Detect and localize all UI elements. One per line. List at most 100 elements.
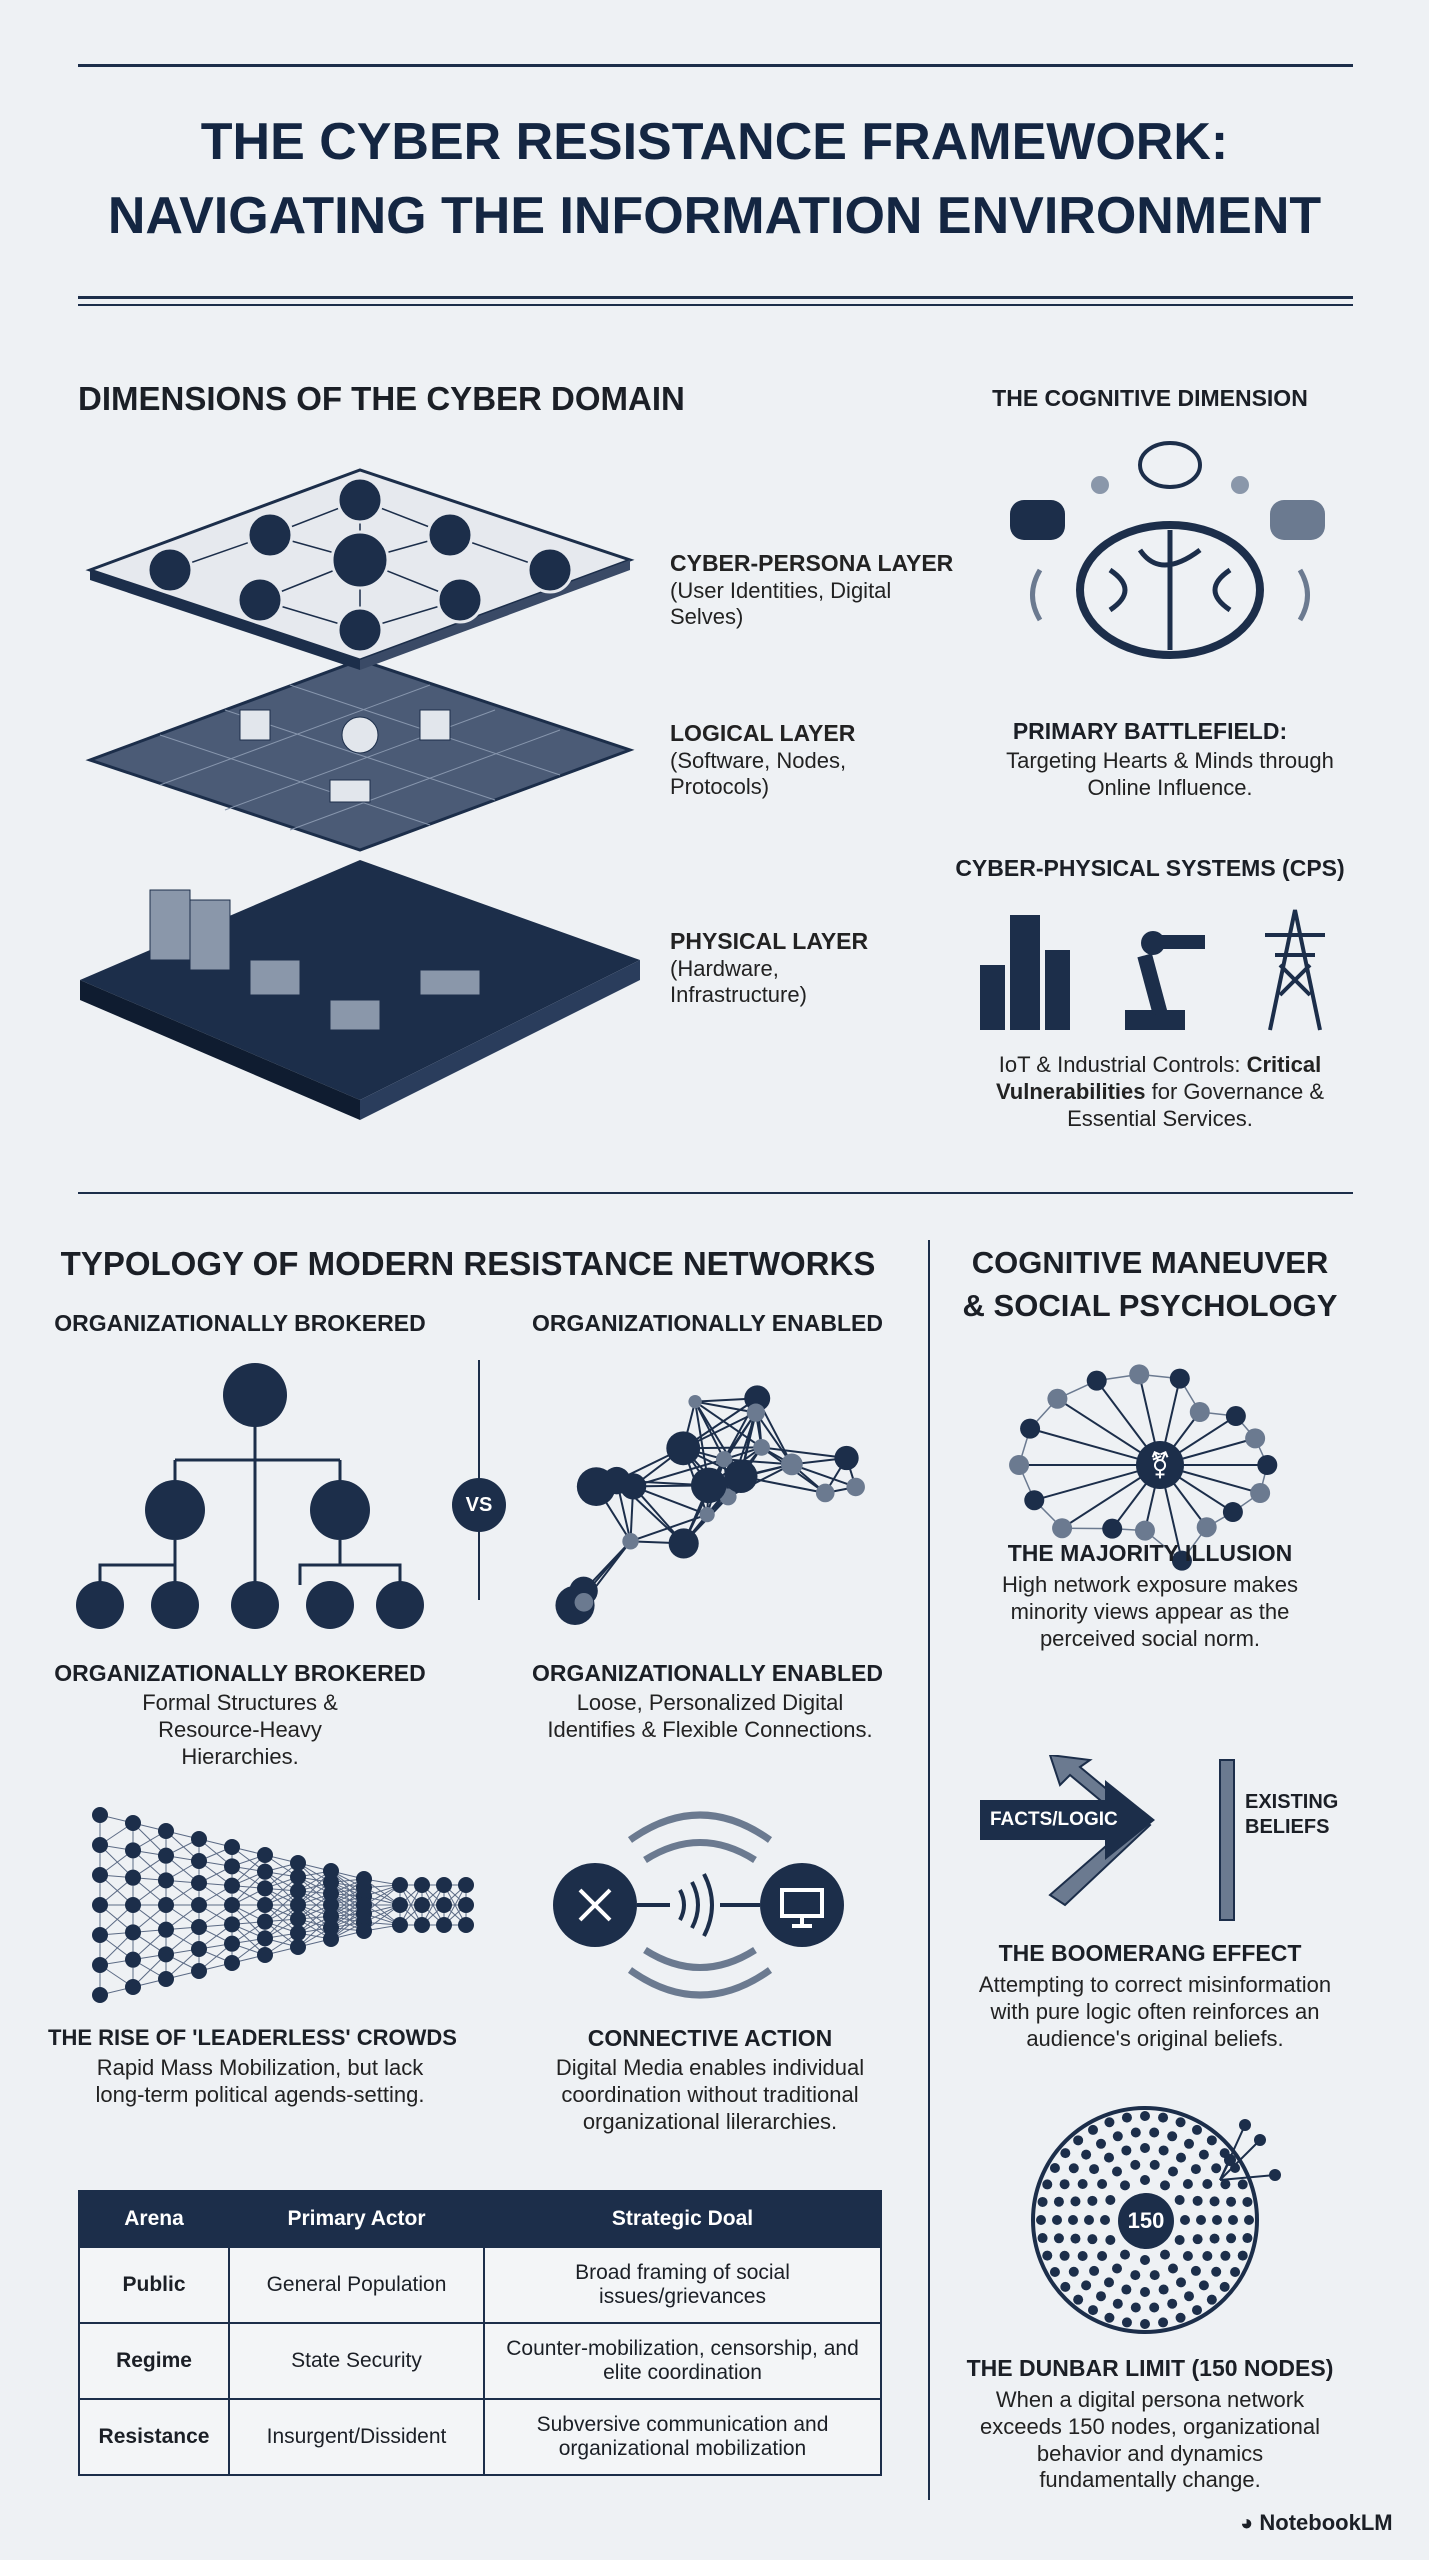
cps-text: IoT & Industrial Controls: Critical Vuln… xyxy=(990,1052,1330,1132)
maneuver-heading-line2: & SOCIAL PSYCHOLOGY xyxy=(962,1288,1338,1323)
dunbar-node xyxy=(1059,2250,1070,2261)
dunbar-edge xyxy=(1219,2139,1261,2181)
crowd-node xyxy=(257,1913,273,1930)
crowd-node xyxy=(158,1971,174,1987)
dunbar-node xyxy=(1228,2215,1238,2225)
dunbar-node xyxy=(1167,2298,1178,2309)
vs-badge: VS xyxy=(452,1478,506,1532)
enabled-title: ORGANIZATIONALLY ENABLED xyxy=(532,1660,883,1686)
dunbar-node xyxy=(1060,2281,1071,2292)
crowd-node xyxy=(290,1939,306,1955)
beliefs-label: EXISTING BELIEFS xyxy=(1245,1791,1339,1838)
notebooklm-brand: ◕ NotebookLM xyxy=(1240,2510,1393,2536)
dunbar-title: THE DUNBAR LIMIT (150 NODES) xyxy=(966,2355,1334,2381)
dunbar-node xyxy=(1060,2148,1071,2159)
dunbar-node xyxy=(1070,2196,1081,2207)
illusion-node xyxy=(1257,1455,1278,1475)
boomerang-title: THE BOOMERANG EFFECT xyxy=(998,1940,1302,1966)
dunbar-node xyxy=(1182,2179,1193,2190)
crowd-node xyxy=(158,1823,174,1839)
crowd-node xyxy=(392,1877,408,1893)
dunbar-node xyxy=(1081,2149,1092,2160)
dunbar-node xyxy=(1175,2312,1186,2323)
crowd-node xyxy=(392,1917,408,1933)
crowd-node xyxy=(436,1877,452,1893)
dunbar-node xyxy=(1211,2163,1222,2174)
dunbar-node xyxy=(1070,2233,1081,2244)
dunbar-node xyxy=(1112,2131,1123,2142)
dunbar-node xyxy=(1212,2215,1222,2225)
dunbar-node xyxy=(1211,2266,1222,2277)
dunbar-node xyxy=(1226,2233,1237,2244)
dunbar-node xyxy=(1077,2179,1088,2189)
crowd-node xyxy=(92,1927,108,1943)
crowd-node xyxy=(257,1863,273,1880)
dunbar-node xyxy=(1088,2124,1098,2135)
crowd-node xyxy=(92,1807,108,1823)
network-node xyxy=(603,1466,631,1495)
cps-text-end: for Governance & Essential Services. xyxy=(1067,1078,1325,1131)
dunbar-node xyxy=(1096,2291,1106,2302)
crowd-node xyxy=(224,1916,240,1933)
network-edge xyxy=(791,1463,857,1488)
dunbar-node xyxy=(1073,2294,1084,2305)
dunbar-node xyxy=(1192,2124,1202,2135)
illusion-node xyxy=(1134,1520,1155,1541)
dunbar-node xyxy=(1198,2280,1209,2291)
section-divider xyxy=(78,1192,1353,1194)
crowd-node xyxy=(158,1946,174,1963)
crowd-node xyxy=(224,1955,240,1971)
dunbar-node xyxy=(1104,2312,1115,2323)
crowd-node xyxy=(125,1869,141,1886)
crowd-node xyxy=(323,1931,339,1947)
dunbar-node xyxy=(1160,2249,1170,2260)
dunbar-circle xyxy=(1031,2106,1281,2334)
dunbar-node xyxy=(1196,2215,1206,2225)
layer-logical-label: LOGICAL LAYER(Software, Nodes, Protocols… xyxy=(670,720,855,800)
dunbar-node xyxy=(1180,2215,1190,2225)
crowd-node xyxy=(158,1872,174,1889)
dunbar-node xyxy=(1174,2195,1185,2205)
crowd-node xyxy=(290,1855,306,1871)
illusion-node xyxy=(1024,1490,1045,1511)
crowd-node xyxy=(257,1947,273,1963)
illusion-node xyxy=(1020,1418,1041,1439)
crowd-node xyxy=(290,1925,306,1941)
dunbar-node xyxy=(1140,2143,1150,2153)
page-title-line1: THE CYBER RESISTANCE FRAMEWORK: xyxy=(200,113,1229,171)
dunbar-node xyxy=(1042,2250,1053,2261)
cell-actor: State Security xyxy=(228,2322,485,2400)
dunbar-node xyxy=(1220,2179,1231,2190)
dunbar-node xyxy=(1237,2250,1248,2261)
crowd-node xyxy=(290,1897,306,1913)
illusion-node xyxy=(1225,1406,1246,1427)
brokered-label: ORGANIZATIONALLY BROKERED xyxy=(54,1310,426,1336)
brand-name: NotebookLM xyxy=(1259,2510,1393,2535)
computer-icon xyxy=(760,1863,844,1947)
col-goal: Strategic Doal xyxy=(483,2190,882,2248)
crowd-node xyxy=(125,1951,141,1968)
illusion-node xyxy=(1129,1364,1150,1385)
crowd-node xyxy=(323,1908,339,1925)
dunbar-edge xyxy=(1219,2124,1246,2181)
title-rule-2 xyxy=(78,304,1353,306)
dunbar-node xyxy=(1192,2305,1202,2316)
layer-physical-desc: (Hardware, Infrastructure) xyxy=(670,955,807,1007)
facts-arrow xyxy=(980,1780,1155,1860)
dunbar-node xyxy=(1176,2277,1186,2288)
network-node xyxy=(690,1467,727,1504)
dunbar-node xyxy=(1073,2135,1084,2146)
crowd-node xyxy=(125,1842,141,1859)
crowd-node xyxy=(191,1919,207,1935)
crowd-node xyxy=(323,1885,339,1902)
crowd-node xyxy=(290,1869,306,1885)
dunbar-node xyxy=(1120,2180,1130,2191)
dunbar-node xyxy=(1104,2152,1114,2163)
power-tower-icon xyxy=(1265,909,1325,1031)
crowd-node xyxy=(92,1987,108,2003)
crowd-node xyxy=(125,1979,141,1995)
dimensions-heading: DIMENSIONS OF THE CYBER DOMAIN xyxy=(78,380,685,417)
crowd-node xyxy=(191,1897,207,1913)
